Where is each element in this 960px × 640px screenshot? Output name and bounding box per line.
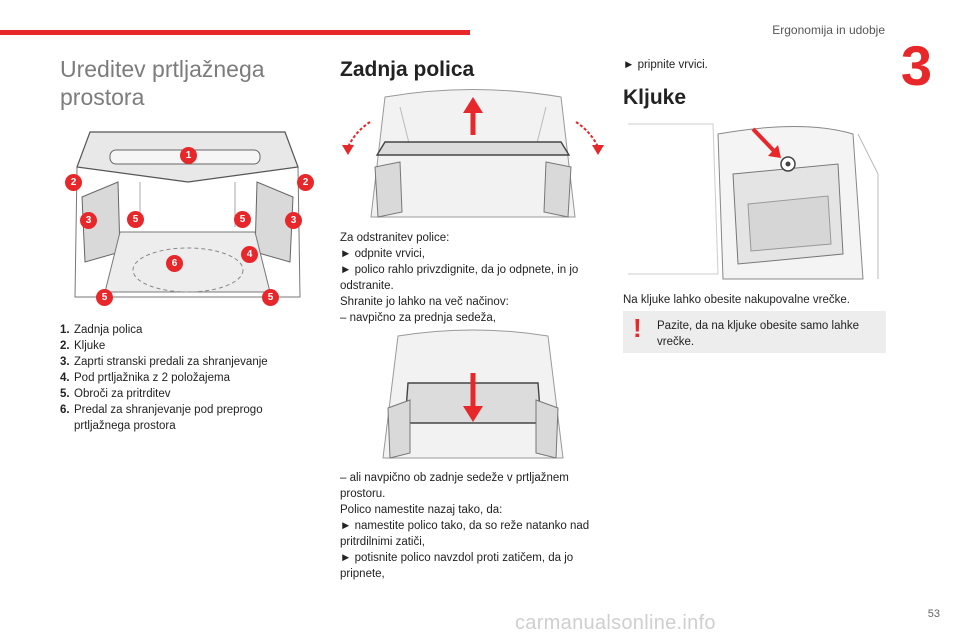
legend-number: 1. [60, 324, 70, 336]
legend-text: Zadnja polica [74, 324, 143, 336]
section-heading: Kljuke [623, 86, 687, 109]
callout-badge: 4 [241, 246, 258, 263]
legend-item: 2. Kljuke [60, 338, 310, 354]
legend-item: 3. Zaprti stranski predali za shranjevanj… [60, 354, 310, 370]
callout-badge: 5 [127, 211, 144, 228]
legend-text: Kljuke [74, 340, 106, 352]
callout-badge: 2 [297, 174, 314, 191]
header-accent-bar [0, 30, 470, 35]
warning-text: Pazite, da na kljuke obesite samo lahke … [657, 320, 860, 348]
page-number: 53 [927, 608, 940, 620]
instruction-line: – ali navpično ob zadnje sedeže v prtlja… [340, 472, 569, 500]
instruction-line: ► polico rahlo privzdignite, da jo odpne… [340, 264, 579, 292]
callout-badge: 5 [96, 289, 113, 306]
removal-instructions: Za odstranitev police: ► odpnite vrvici,… [340, 230, 602, 326]
legend-text: Zaprti stranski predali za shranjevanje [74, 356, 268, 368]
legend-number: 3. [60, 356, 70, 368]
legend-item: 1. Zadnja polica [60, 322, 310, 338]
callout-badge: 6 [166, 255, 183, 272]
legend-text: Pod prtljažnika z 2 položajema [74, 372, 230, 384]
instruction-line: Za odstranitev police: [340, 232, 450, 244]
legend-number: 4. [60, 372, 70, 384]
continuation-text: ► pripnite vrvici. [623, 59, 708, 71]
legend-list: 1. Zadnja polica 2. Kljuke 3. Zaprti strans… [60, 322, 310, 434]
warning-box: ! Pazite, da na kljuke obesite samo lahk… [623, 311, 886, 353]
storage-instructions: – ali navpično ob zadnje sedeže v prtlja… [340, 470, 602, 582]
callout-badge: 2 [65, 174, 82, 191]
rear-shelf-removal-illustration [340, 87, 606, 227]
legend-number: 5. [60, 388, 70, 400]
trunk-overview-illustration: 1 2 2 3 3 4 5 5 5 5 6 [60, 112, 315, 312]
legend-number: 2. [60, 340, 70, 352]
section-title-line: prostora [60, 83, 145, 110]
instruction-line: – navpično za prednja sedeža, [340, 312, 496, 324]
instruction-line: Shranite jo lahko na več načinov: [340, 296, 509, 308]
instruction-line: ► odpnite vrvici, [340, 248, 425, 260]
callout-badge: 3 [285, 212, 302, 229]
instruction-line: Polico namestite nazaj tako, da: [340, 504, 503, 516]
trunk-overview-drawing [74, 131, 301, 298]
legend-number: 6. [60, 404, 70, 416]
callout-badge: 5 [234, 211, 251, 228]
hook-drawing [628, 123, 879, 280]
rear-shelf-drawing [342, 89, 604, 218]
instruction-line: ► namestite polico tako, da so reže nata… [340, 520, 590, 548]
chapter-number: 3 [900, 34, 932, 97]
shelf-storage-illustration [358, 328, 588, 468]
section-heading: Zadnja polica [340, 58, 475, 81]
legend-item: 5. Obroči za pritrditev [60, 386, 310, 402]
hooks-description: Na kljuke lahko obesite nakupovalne vreč… [623, 294, 850, 306]
legend-item: 4. Pod prtljažnika z 2 položajema [60, 370, 310, 386]
section-title-line: Ureditev prtljažnega [60, 56, 265, 82]
shelf-storage-drawing [382, 329, 564, 459]
exclamation-icon: ! [633, 313, 642, 343]
section-title: Ureditev prtljažnega prostora [60, 56, 265, 111]
legend-text: Predal za shranjevanje pod preprogo prtl… [74, 404, 263, 432]
chapter-title: Ergonomija in udobje [772, 23, 885, 37]
legend-text: Obroči za pritrditev [74, 388, 171, 400]
callout-badge: 3 [80, 212, 97, 229]
callout-badge: 5 [262, 289, 279, 306]
instruction-line: ► potisnite polico navzdol proti zatičem… [340, 552, 574, 580]
callout-badge: 1 [180, 147, 197, 164]
legend-item: 6. Predal za shranjevanje pod preprogo pr… [60, 402, 310, 434]
hook-illustration [623, 114, 886, 286]
watermark: carmanualsonline.info [515, 612, 716, 634]
